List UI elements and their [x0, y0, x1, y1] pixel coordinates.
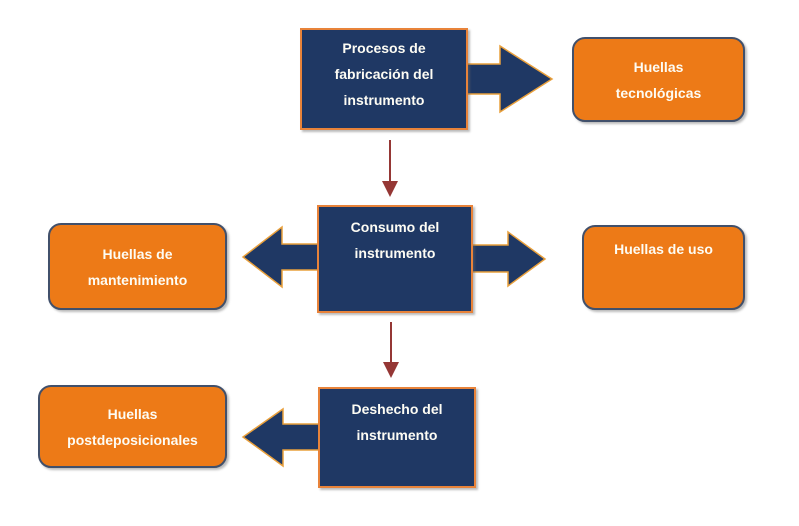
node-huellas-uso: Huellas de uso	[582, 225, 745, 310]
block-arrow-consumo-to-uso	[470, 230, 547, 288]
block-arrow-procesos-to-tecnologicas	[465, 44, 554, 114]
node-tecnologicas-label: Huellas tecnológicas	[615, 58, 702, 101]
node-consumo-instrumento: Consumo del instrumento	[317, 205, 473, 313]
block-arrow-deshecho-to-postdeposicionales	[241, 407, 321, 468]
red-arrow-consumo-to-deshecho	[383, 322, 399, 378]
node-consumo-label: Consumo del instrumento	[350, 219, 440, 261]
node-mantenimiento-label: Huellas de mantenimiento	[87, 245, 188, 288]
node-uso-label: Huellas de uso	[614, 241, 713, 257]
block-arrow-consumo-to-mantenimiento	[241, 225, 320, 289]
node-deshecho-label: Deshecho del instrumento	[351, 401, 443, 443]
node-huellas-tecnologicas: Huellas tecnológicas	[572, 37, 745, 122]
node-postdeposicionales-label: Huellas postdeposicionales	[67, 405, 198, 448]
node-deshecho-instrumento: Deshecho del instrumento	[318, 387, 476, 488]
red-arrow-procesos-to-consumo	[382, 140, 398, 197]
node-huellas-mantenimiento: Huellas de mantenimiento	[48, 223, 227, 310]
node-procesos-fabricacion: Procesos de fabricación del instrumento	[300, 28, 468, 130]
node-procesos-label: Procesos de fabricación del instrumento	[334, 40, 434, 108]
node-huellas-postdeposicionales: Huellas postdeposicionales	[38, 385, 227, 468]
